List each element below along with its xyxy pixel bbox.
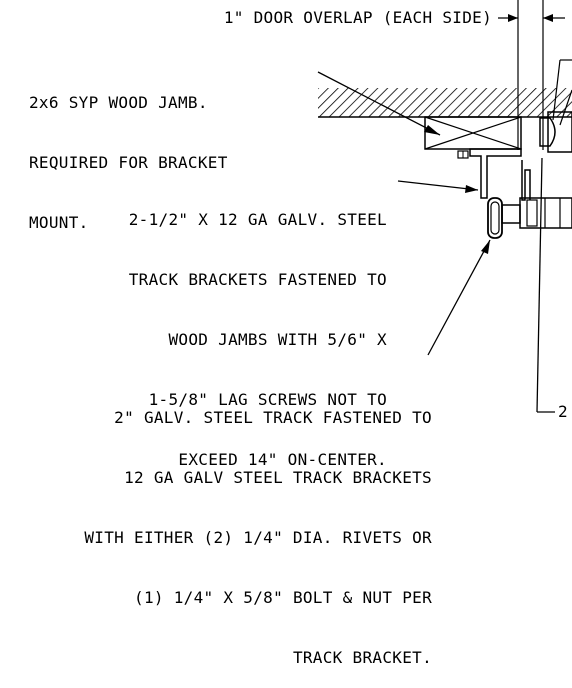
jamb-note: 2x6 SYP WOOD JAMB. REQUIRED FOR BRACKET …: [29, 53, 228, 253]
track-leader: [427, 239, 491, 356]
track-note: 2" GALV. STEEL TRACK FASTENED TO 12 GA G…: [84, 368, 432, 688]
roller-top: [539, 59, 572, 153]
steel-track: [487, 160, 572, 239]
cut-off-label: 2: [558, 402, 568, 421]
right-leader: [536, 157, 555, 413]
bracket-note-line: 1-5/8" LAG SCREWS NOT TO: [148, 390, 387, 409]
track-note-line: TRACK BRACKET.: [292, 648, 432, 667]
track-note-line: (1) 1/4" X 5/8" BOLT & NUT PER: [134, 588, 432, 607]
door-track-detail-drawing: [317, 0, 572, 413]
bracket-note-line: EXCEED 14" ON-CENTER.: [178, 450, 387, 469]
bracket-note: 2-1/2" X 12 GA GALV. STEEL TRACK BRACKET…: [129, 170, 387, 490]
bracket-note-line: TRACK BRACKETS FASTENED TO: [128, 270, 387, 289]
bracket-leader: [397, 180, 479, 193]
dimension-lines: [498, 0, 565, 150]
track-note-line: 12 GA GALV STEEL TRACK BRACKETS: [124, 468, 432, 487]
jamb-note-line: 2x6 SYP WOOD JAMB.: [29, 93, 208, 112]
track-bracket: [457, 148, 522, 199]
wood-jamb: [424, 116, 522, 150]
jamb-note-line: MOUNT.: [29, 213, 89, 232]
bracket-note-line: 2-1/2" X 12 GA GALV. STEEL: [128, 210, 387, 229]
jamb-note-line: REQUIRED FOR BRACKET: [29, 153, 228, 172]
bracket-note-line: WOOD JAMBS WITH 5/6" X: [168, 330, 387, 349]
jamb-leader: [317, 71, 441, 136]
wall-hatch: [318, 88, 572, 117]
door-overlap-label: 1" DOOR OVERLAP (EACH SIDE): [223, 8, 492, 27]
track-note-line: 2" GALV. STEEL TRACK FASTENED TO: [114, 408, 432, 427]
track-note-line: WITH EITHER (2) 1/4" DIA. RIVETS OR: [84, 528, 432, 547]
